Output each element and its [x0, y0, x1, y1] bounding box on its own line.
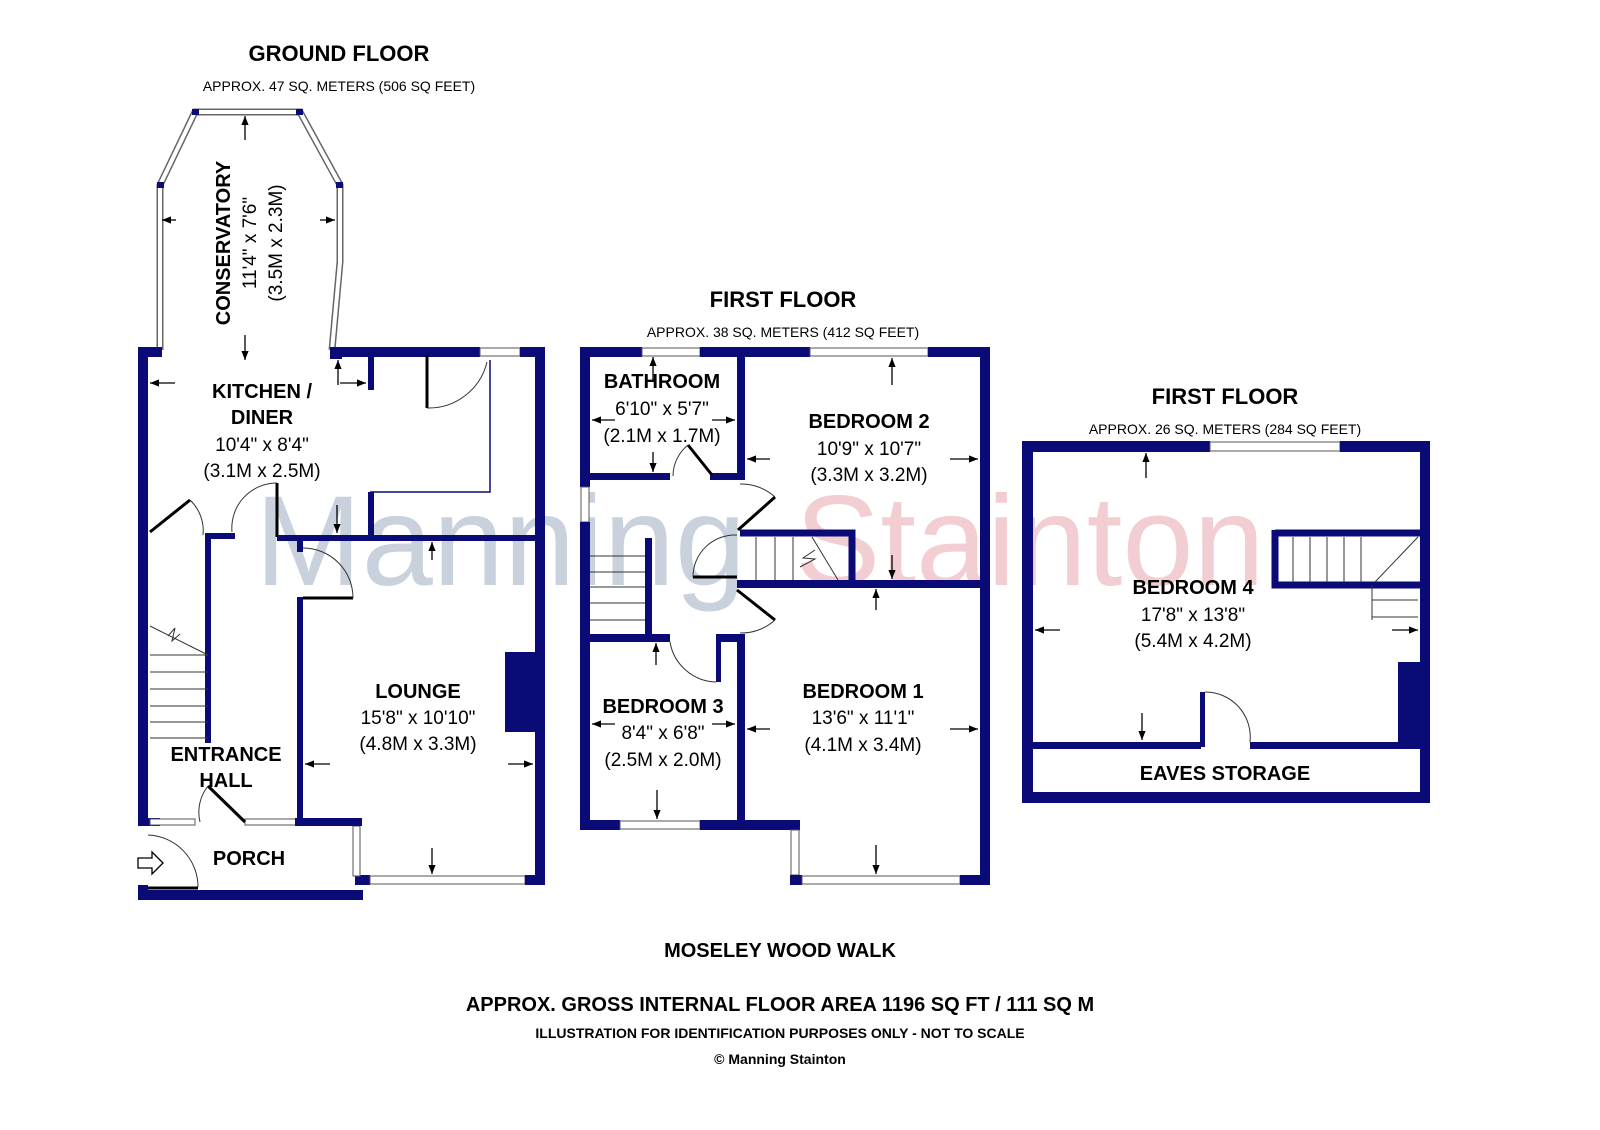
bedroom4-label: BEDROOM 4: [1132, 577, 1254, 599]
stairs-attic: [1292, 536, 1419, 620]
ground-floor-title: GROUND FLOOR: [249, 41, 430, 66]
conservatory-dim-metric: (3.5M x 2.3M): [266, 184, 287, 301]
bedroom4-dim-metric: (5.4M x 4.2M): [1134, 631, 1251, 652]
bedroom3-dim-metric: (2.5M x 2.0M): [604, 750, 721, 771]
lounge-label: LOUNGE: [375, 681, 461, 703]
conservatory-dim-imperial: 11'4" x 7'6": [240, 197, 261, 289]
bedroom2-dim-metric: (3.3M x 3.2M): [810, 465, 927, 486]
lounge-dim-imperial: 15'8" x 10'10": [361, 708, 476, 729]
kitchen-dim-imperial: 10'4" x 8'4": [215, 435, 309, 456]
stairs-ground: [149, 625, 209, 739]
entrance-arrow-icon: [137, 850, 164, 876]
kitchen-label-2: DINER: [231, 407, 294, 429]
ground-floor-plan: [137, 108, 545, 900]
entrance-hall-label: ENTRANCE: [170, 744, 281, 766]
stairs-first: [755, 536, 839, 581]
first-floor-area: APPROX. 38 SQ. METERS (412 SQ FEET): [647, 324, 919, 340]
ground-floor-area: APPROX. 47 SQ. METERS (506 SQ FEET): [203, 78, 475, 94]
dimension-arrows-attic: [1035, 453, 1418, 740]
lounge-dim-metric: (4.8M x 3.3M): [359, 734, 476, 755]
bedroom1-dim-imperial: 13'6" x 11'1": [812, 708, 915, 729]
bedroom4-dim-imperial: 17'8" x 13'8": [1141, 605, 1245, 626]
bathroom-dim-metric: (2.1M x 1.7M): [603, 426, 720, 447]
first-floor-title: FIRST FLOOR: [710, 287, 857, 312]
bedroom3-dim-imperial: 8'4" x 6'8": [621, 723, 704, 744]
kitchen-label: KITCHEN /: [212, 381, 312, 403]
address: MOSELEY WOOD WALK: [664, 940, 896, 962]
bathroom-dim-imperial: 6'10" x 5'7": [615, 399, 709, 420]
copyright: © Manning Stainton: [714, 1051, 846, 1067]
porch-label: PORCH: [213, 848, 285, 870]
bedroom1-dim-metric: (4.1M x 3.4M): [804, 735, 921, 756]
stairs-landing: [590, 555, 645, 621]
attic-floor-title: FIRST FLOOR: [1152, 384, 1299, 409]
conservatory-frame: [156, 108, 344, 351]
first-floor-plan: [580, 347, 990, 885]
labels: GROUND FLOOR APPROX. 47 SQ. METERS (506 …: [170, 41, 1361, 1067]
eaves-storage-label: EAVES STORAGE: [1140, 763, 1310, 785]
disclaimer: ILLUSTRATION FOR IDENTIFICATION PURPOSES…: [535, 1025, 1024, 1041]
conservatory-label: CONSERVATORY: [213, 160, 235, 325]
attic-floor-plan: [1022, 441, 1430, 803]
dimension-arrows-ground: [150, 116, 533, 874]
dimension-arrows-first: [592, 357, 978, 874]
bedroom2-label: BEDROOM 2: [808, 411, 929, 433]
bedroom1-label: BEDROOM 1: [802, 681, 923, 703]
kitchen-dim-metric: (3.1M x 2.5M): [203, 461, 320, 482]
gross-area: APPROX. GROSS INTERNAL FLOOR AREA 1196 S…: [466, 994, 1094, 1016]
bedroom3-label: BEDROOM 3: [602, 696, 723, 718]
bedroom2-dim-imperial: 10'9" x 10'7": [817, 439, 921, 460]
attic-floor-area: APPROX. 26 SQ. METERS (284 SQ FEET): [1089, 421, 1361, 437]
bathroom-label: BATHROOM: [604, 371, 720, 393]
entrance-hall-label-2: HALL: [199, 770, 252, 792]
